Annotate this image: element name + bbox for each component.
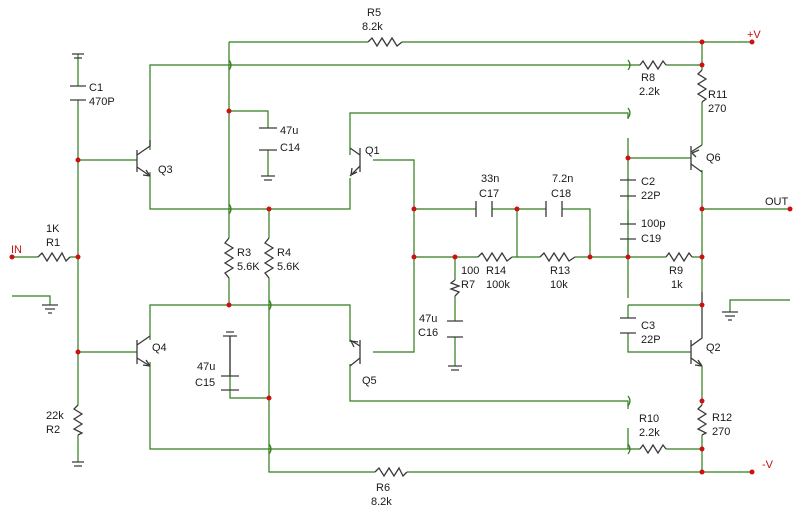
resistor-r1	[37, 251, 71, 263]
label-vplus: +V	[747, 29, 761, 41]
transistor-q1	[349, 147, 361, 177]
label-r13-value: 10k	[550, 279, 568, 291]
wire-crossovers	[228, 59, 631, 455]
label-r14-value: 100k	[486, 279, 510, 291]
label-c2: C2	[641, 176, 655, 188]
label-c18-value: 7.2n	[552, 173, 573, 185]
label-c18: C18	[551, 188, 571, 200]
label-r4-value: 5.6K	[277, 261, 300, 273]
capacitors	[70, 85, 636, 391]
capacitor-c18	[545, 201, 563, 217]
label-c19: C19	[641, 233, 661, 245]
label-out: OUT	[765, 196, 789, 208]
transistor-q6	[690, 144, 703, 173]
resistor-r11	[696, 69, 708, 103]
label-r11: R11	[708, 89, 727, 101]
label-r5: R5	[367, 7, 381, 19]
label-r2: R2	[46, 424, 60, 436]
resistor-r2	[72, 404, 84, 436]
label-c1-value: 470P	[89, 96, 115, 108]
label-r4: R4	[277, 247, 291, 259]
label-r12-value: 270	[712, 426, 730, 438]
label-r8: R8	[641, 72, 655, 84]
resistors	[37, 36, 708, 478]
junction-dots	[9, 39, 793, 475]
label-r6: R6	[376, 482, 390, 494]
capacitor-c1	[70, 85, 86, 101]
ground-symbols	[42, 53, 738, 467]
resistor-r12	[696, 404, 708, 436]
label-r13: R13	[550, 265, 570, 277]
label-q5: Q5	[362, 375, 377, 387]
label-vminus: -V	[762, 459, 774, 471]
resistor-r3	[223, 237, 235, 279]
label-r7-value: 100	[461, 265, 479, 277]
capacitor-c16	[447, 320, 463, 338]
label-c14-value: 47u	[280, 125, 298, 137]
resistor-r6	[374, 466, 408, 478]
label-r2-value: 22k	[46, 410, 64, 422]
transistor-q2	[690, 292, 703, 367]
transistors	[136, 140, 703, 367]
labels: IN +V -V OUT 1K R1 22k R2 R3 5.6K R4 5.6…	[11, 7, 789, 508]
capacitor-c3	[620, 317, 636, 334]
label-q6: Q6	[706, 152, 721, 164]
label-c2-value: 22P	[641, 190, 661, 202]
label-r1-value: 1K	[46, 223, 60, 235]
label-r1: R1	[46, 237, 60, 249]
label-c16-value: 47u	[419, 313, 437, 325]
label-r8-value: 2.2k	[639, 86, 660, 98]
label-c17: C17	[479, 188, 499, 200]
resistor-r14	[477, 251, 513, 263]
resistor-r4	[263, 237, 275, 279]
label-r14: R14	[486, 265, 506, 277]
label-c1: C1	[89, 82, 103, 94]
label-c3: C3	[641, 320, 655, 332]
label-r3: R3	[237, 247, 251, 259]
label-r9-value: 1k	[671, 279, 683, 291]
capacitor-c17	[475, 201, 493, 217]
resistor-r8	[639, 59, 667, 71]
wires	[12, 41, 790, 473]
label-r11-value: 270	[708, 103, 726, 115]
label-r5-value: 8.2k	[362, 21, 383, 33]
label-c19-value: 100p	[641, 218, 665, 230]
label-q3: Q3	[158, 164, 173, 176]
label-r12: R12	[712, 412, 732, 424]
label-q4: Q4	[152, 342, 167, 354]
label-r9: R9	[669, 265, 683, 277]
label-r10-value: 2.2k	[639, 427, 660, 439]
transistor-q3	[136, 140, 151, 177]
capacitor-c15	[221, 336, 239, 391]
label-r3-value: 5.6K	[237, 261, 260, 273]
label-c17-value: 33n	[481, 173, 499, 185]
transistor-q5	[349, 339, 361, 367]
resistor-r7	[449, 279, 461, 297]
resistor-r13	[539, 251, 576, 263]
label-q1: Q1	[365, 145, 380, 157]
label-c15-value: 47u	[197, 361, 215, 373]
capacitor-c14	[259, 127, 277, 151]
resistor-r10	[639, 443, 667, 455]
resistor-r9	[665, 251, 693, 263]
label-c14: C14	[280, 142, 300, 154]
resistor-r5	[367, 36, 403, 48]
label-c15: C15	[195, 377, 215, 389]
label-q2: Q2	[706, 342, 721, 354]
label-c16: C16	[418, 327, 438, 339]
label-r6-value: 8.2k	[371, 496, 392, 508]
label-c3-value: 22P	[641, 334, 661, 346]
label-in: IN	[11, 244, 22, 256]
capacitor-c19	[620, 223, 636, 240]
capacitor-c2	[620, 179, 636, 197]
label-r7: R7	[461, 279, 475, 291]
label-r10: R10	[639, 413, 659, 425]
transistor-q4	[136, 335, 151, 367]
